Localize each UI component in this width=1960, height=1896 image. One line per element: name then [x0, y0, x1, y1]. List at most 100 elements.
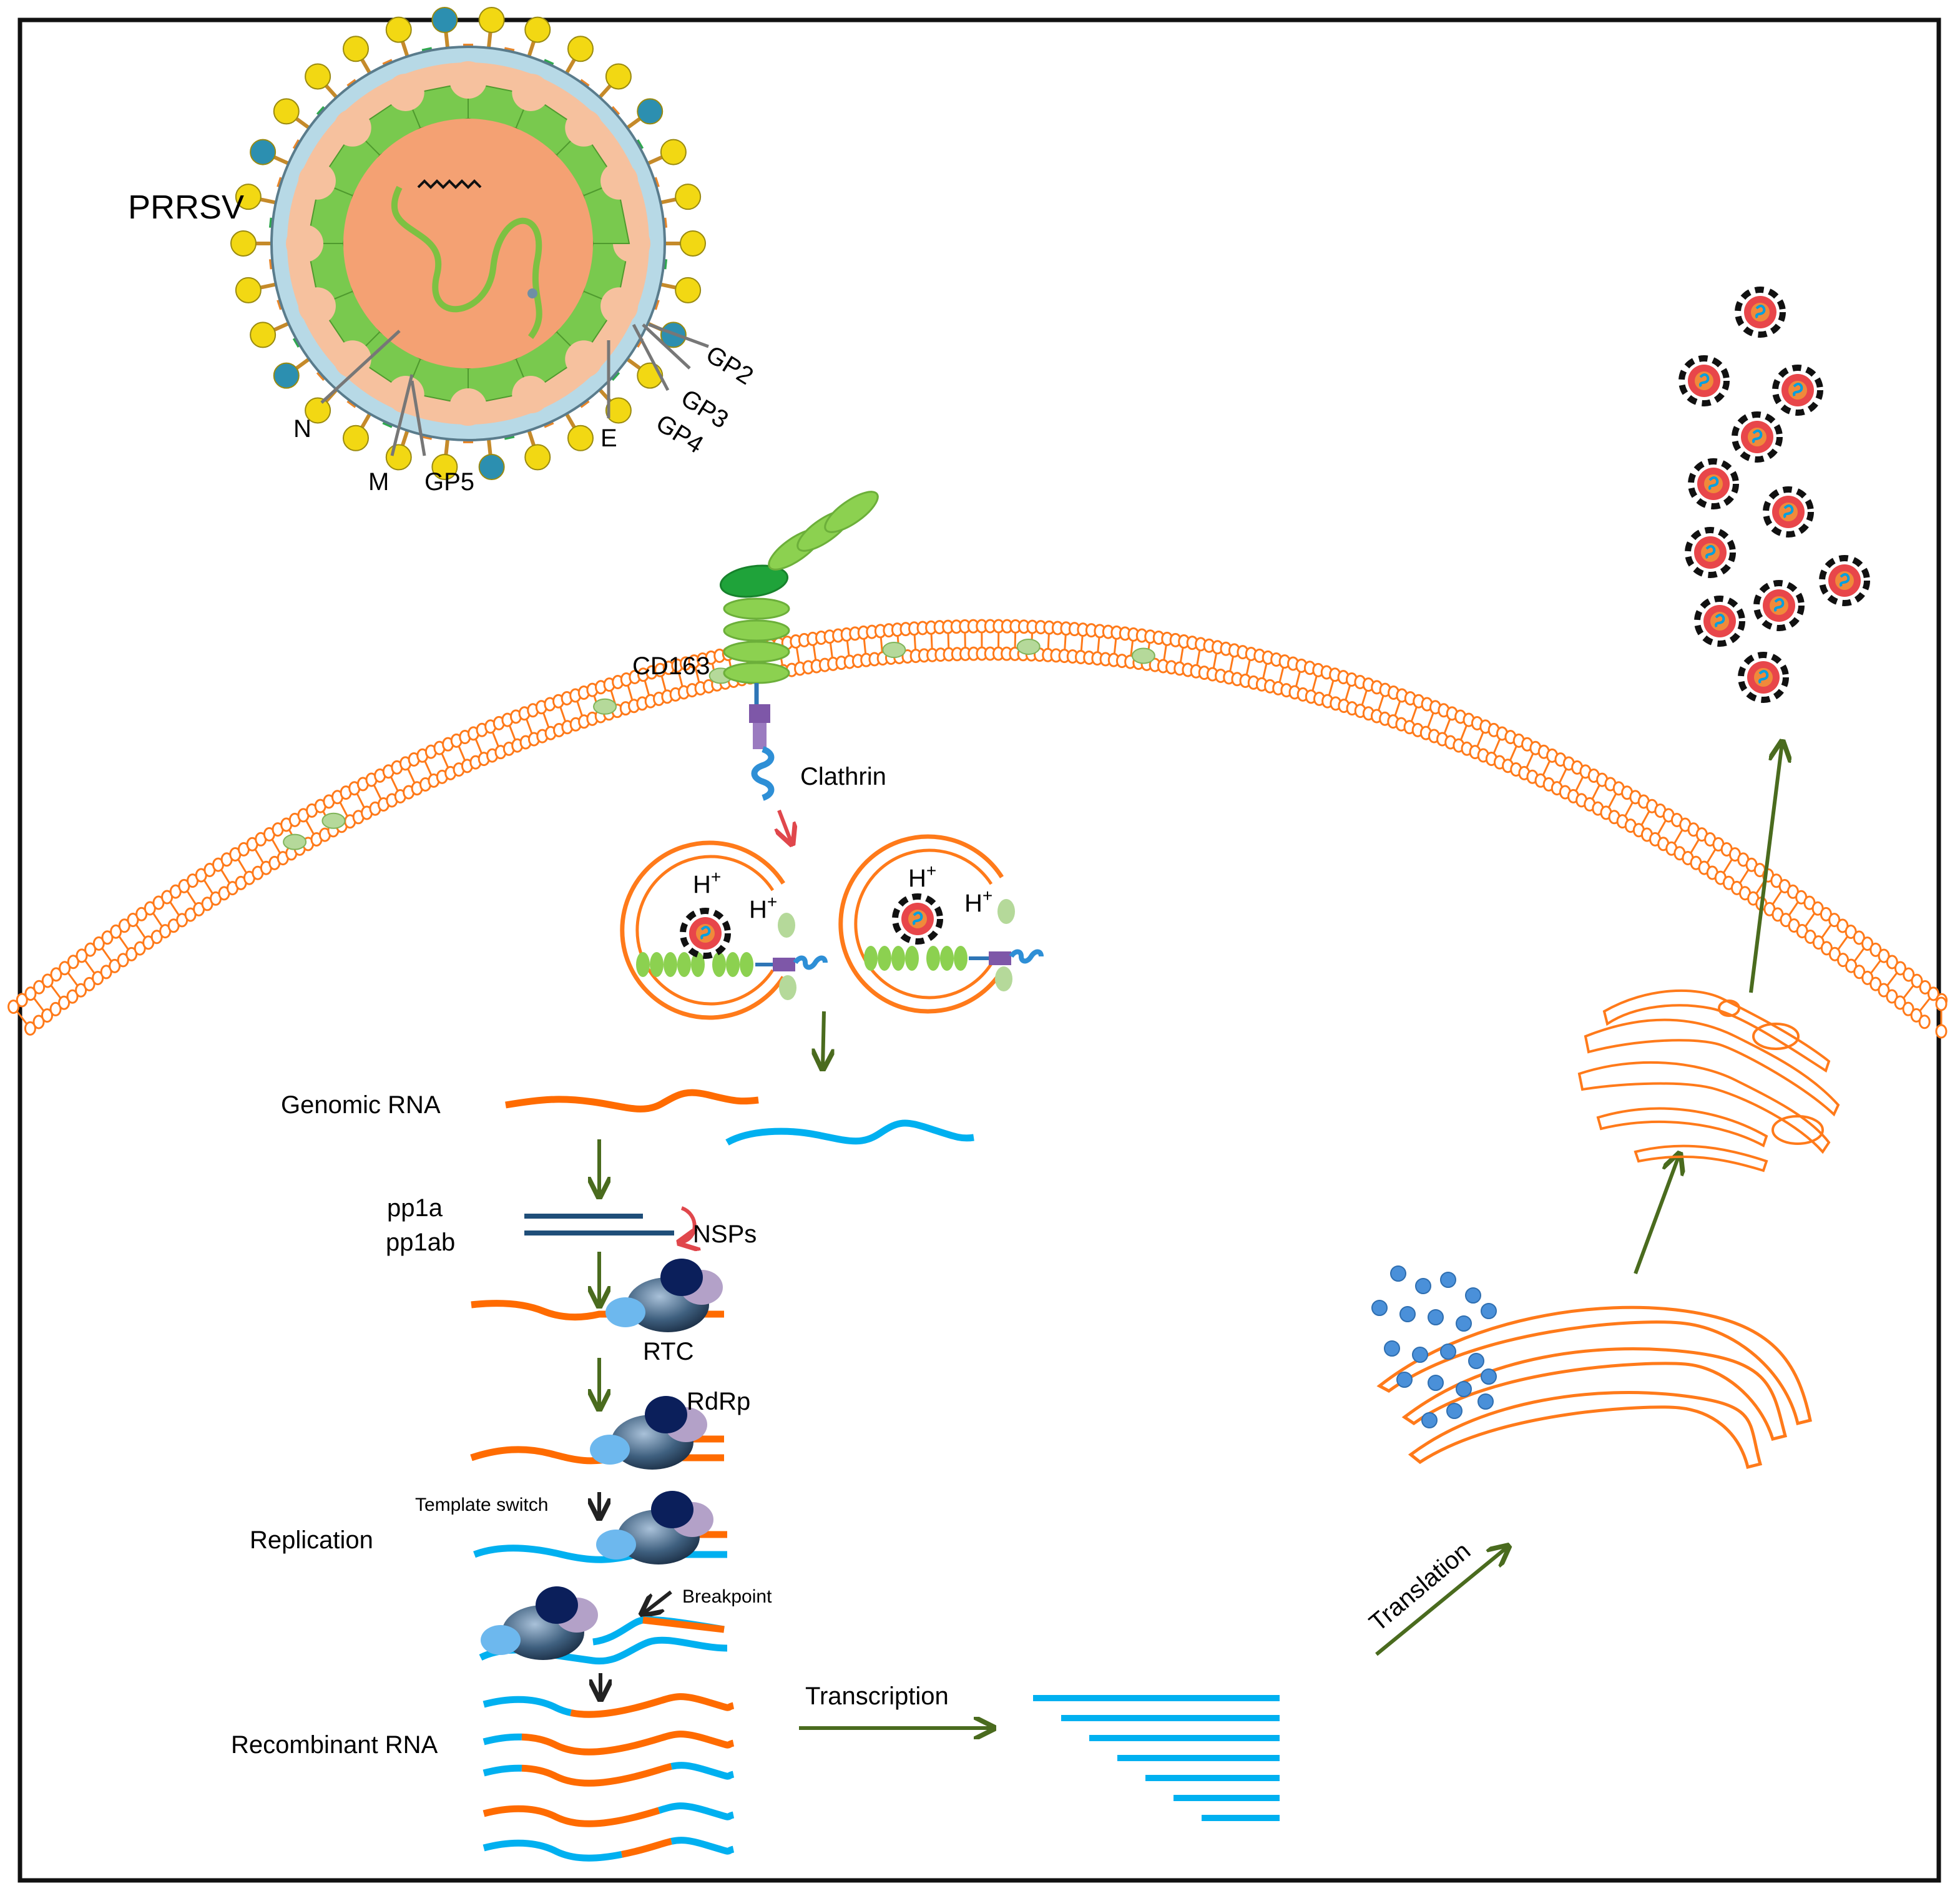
ribosome	[1421, 1412, 1438, 1428]
lipid-head	[1919, 980, 1931, 995]
lipid-head	[1894, 995, 1906, 1010]
proton-2b: H+	[964, 886, 992, 917]
lipid-head	[1894, 961, 1906, 976]
lipid-head	[100, 965, 112, 980]
ribosome	[1481, 1368, 1497, 1385]
lipid-head	[1878, 948, 1890, 963]
membrane-protein	[1131, 647, 1155, 664]
progeny-virion	[1757, 583, 1801, 628]
proton-1a: H+	[693, 867, 721, 898]
lipid-head	[58, 995, 71, 1010]
ribosome	[1456, 1315, 1472, 1332]
prrsv-virion	[230, 6, 706, 481]
ribosome	[1384, 1340, 1400, 1357]
negative-rna-strand	[725, 1119, 974, 1146]
nucleocapsid-bump	[286, 225, 323, 262]
progeny-virion	[1766, 489, 1811, 534]
lipid-head	[24, 986, 37, 1001]
membrane-protein	[1016, 638, 1041, 655]
ribosome	[1415, 1278, 1431, 1294]
lipid-head	[49, 1001, 62, 1016]
cd163-receptor	[719, 491, 879, 801]
lipid-head	[1878, 983, 1890, 998]
lipid-head	[118, 918, 130, 933]
genome-tail	[527, 288, 537, 298]
lipid-head	[66, 989, 79, 1004]
breakpoint-orange-strand	[642, 1616, 725, 1633]
ribosome	[1428, 1309, 1444, 1325]
lipid-head	[84, 942, 97, 957]
lipid-head	[1911, 973, 1923, 988]
ribosome	[1371, 1300, 1388, 1316]
recombinant-rna-segment	[483, 1762, 735, 1787]
lipid-head	[1886, 955, 1898, 970]
progeny-virion	[1738, 290, 1783, 335]
ribosome	[1446, 1403, 1463, 1419]
lipid-head	[1886, 989, 1898, 1004]
lipid-head	[1910, 1008, 1923, 1023]
nsps-cleavage-arrow	[680, 1206, 695, 1242]
label-rdrp: RdRp	[687, 1388, 750, 1415]
endosome: H+ H+	[838, 834, 1044, 1014]
ribosome	[1468, 1353, 1484, 1369]
lipid-head	[1902, 1001, 1914, 1016]
ribosome	[1396, 1372, 1413, 1388]
lipid-head	[67, 955, 79, 970]
label-e: E	[600, 425, 617, 452]
virion-core	[343, 119, 593, 368]
recombinant-rna-segment	[483, 1693, 735, 1718]
ribosome	[1481, 1303, 1497, 1319]
membrane-protein	[882, 642, 906, 659]
subgenomic-mrna-set	[1033, 1695, 1280, 1821]
lipid-head	[41, 1008, 54, 1023]
lipid-head	[1861, 936, 1874, 951]
endosome: H+ H+	[620, 840, 828, 1020]
lipid-head	[50, 967, 62, 982]
rtc-rna-strand	[471, 1300, 724, 1321]
nucleocapsid-bump	[449, 61, 487, 99]
genomic-rna-strand	[505, 1089, 759, 1113]
lipid-head	[1935, 996, 1948, 1011]
translation-arrow	[1375, 1547, 1507, 1656]
lipid-head	[59, 961, 71, 976]
recombinant-rna-segment	[483, 1731, 735, 1756]
label-transcription: Transcription	[805, 1682, 949, 1710]
lipid-head	[110, 924, 122, 939]
nucleocapsid-bump	[298, 287, 336, 325]
lipid-head	[41, 973, 54, 988]
label-nsps: NSPs	[693, 1221, 757, 1248]
clathrin-coil	[751, 746, 775, 801]
ribosome	[1428, 1375, 1444, 1391]
label-cd163: CD163	[632, 652, 710, 680]
lipid-head	[1935, 1024, 1948, 1039]
viral-genome	[391, 185, 542, 339]
progeny-virion	[1735, 415, 1780, 459]
label-replication: Replication	[250, 1526, 373, 1554]
released-virions	[1682, 290, 1867, 700]
lipid-head	[109, 958, 121, 973]
genome-cap	[417, 179, 482, 189]
er-to-golgi-arrow	[1634, 1155, 1679, 1275]
lipid-head	[1927, 986, 1939, 1001]
progeny-virion	[1741, 655, 1786, 700]
lipid-head	[1861, 970, 1874, 985]
lipid-head	[32, 1014, 45, 1029]
nucleocapsid-bump	[386, 73, 424, 111]
membrane-protein	[321, 812, 346, 829]
nucleocapsid-bump	[333, 340, 371, 378]
lipid-head	[101, 930, 114, 945]
label-genomic-rna: Genomic RNA	[281, 1091, 441, 1119]
ribosome	[1440, 1343, 1456, 1360]
nucleocapsid-bump	[565, 109, 603, 147]
label-clathrin: Clathrin	[800, 763, 886, 790]
ribosome	[1412, 1347, 1428, 1363]
nucleocapsid-shell	[286, 61, 650, 426]
virion-title: PRRSV	[128, 189, 244, 226]
recombinant-rna-strands	[483, 1693, 735, 1862]
membrane-protein	[593, 698, 617, 715]
lipid-head	[16, 993, 28, 1008]
figure-frame	[17, 17, 1941, 1883]
ribosome	[1465, 1287, 1481, 1304]
recombinant-rna-segment	[483, 1762, 735, 1787]
